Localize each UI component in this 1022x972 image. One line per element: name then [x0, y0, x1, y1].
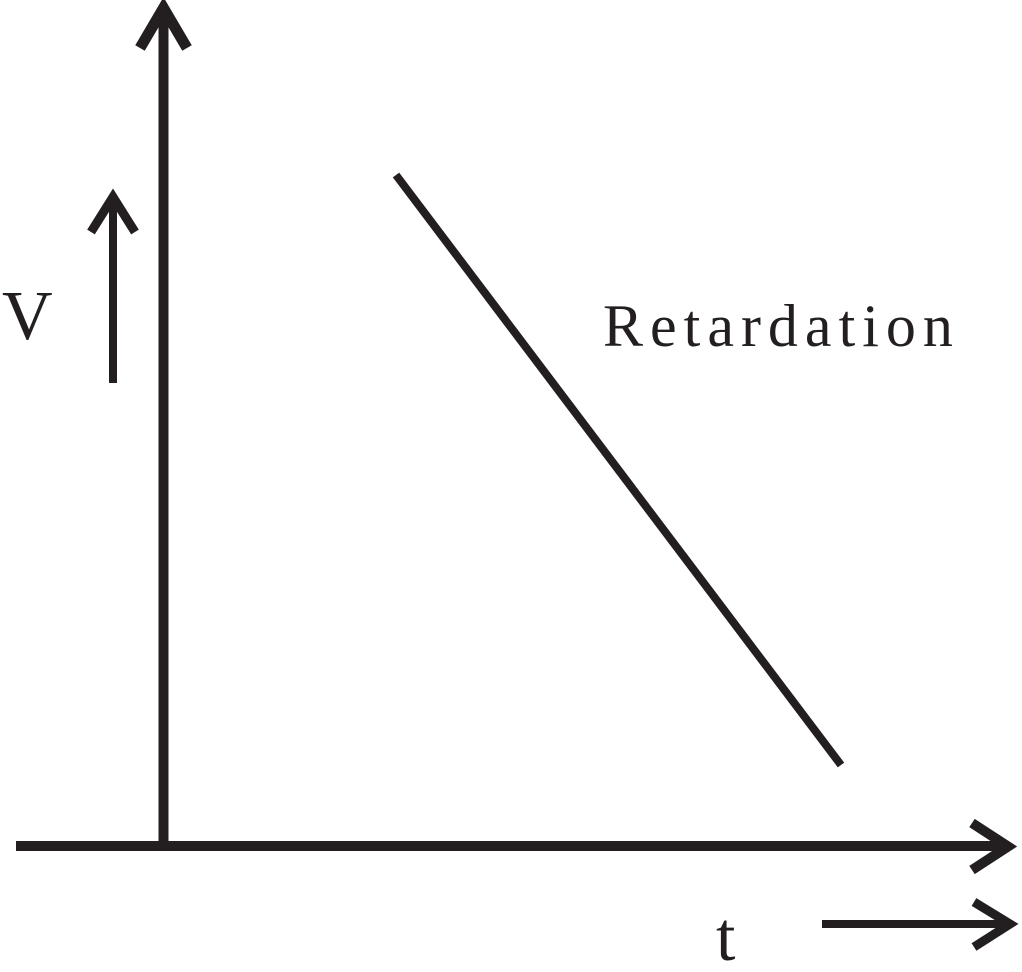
- retardation-label: Retardation: [603, 293, 960, 359]
- y-axis-label: V: [2, 278, 53, 355]
- x-axis-arrowhead-icon: [969, 818, 1018, 875]
- retardation-line: [392, 172, 845, 768]
- y-axis-arrowhead-icon: [135, 0, 192, 51]
- x-axis-label: t: [716, 899, 736, 972]
- v-label-arrowhead-icon: [87, 188, 139, 235]
- t-label-arrowhead-icon: [971, 898, 1019, 951]
